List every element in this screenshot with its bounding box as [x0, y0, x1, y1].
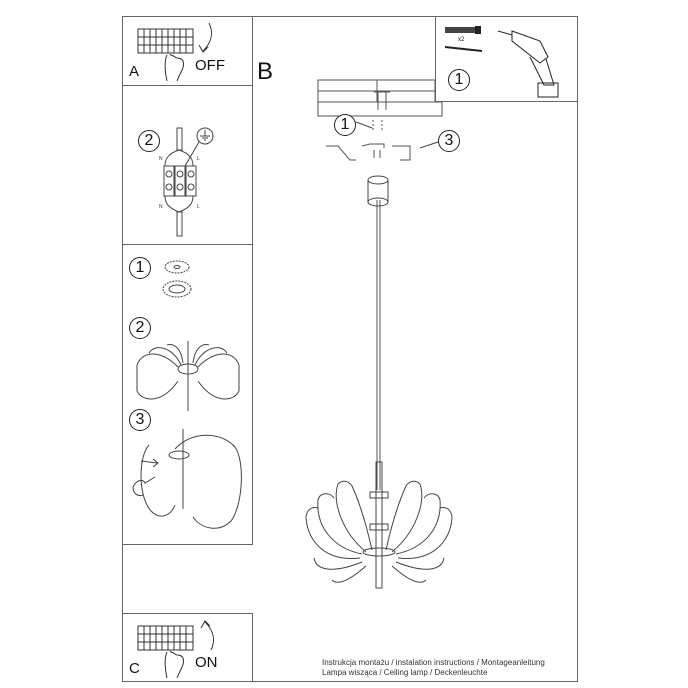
canopy-cup-icon [366, 174, 390, 214]
arrow-up-icon [197, 618, 219, 652]
lamp-shade-icon [302, 462, 458, 590]
panel-c-letter: C [129, 660, 140, 677]
off-label: OFF [195, 57, 225, 74]
svg-text:L: L [197, 204, 200, 210]
assembly-step-2: 2 [129, 317, 151, 339]
main-callout-1: 1 [334, 114, 356, 136]
arrow-down-icon [195, 21, 217, 55]
svg-text:N: N [159, 204, 163, 210]
main-callout-3: 3 [438, 130, 460, 152]
panel-b-letter: B [257, 58, 274, 85]
shade-disc-icon [161, 257, 195, 301]
footer-line-2: Lampa wisząca / Ceiling lamp / Deckenleu… [322, 668, 488, 677]
ceiling-mount-icon [318, 80, 443, 180]
callout-leader [356, 122, 376, 130]
ground-symbol-icon [193, 126, 217, 150]
footer-line-1: Instrukcja montażu / instalation instruc… [322, 658, 545, 667]
assembly-panel: 1 2 3 [122, 244, 253, 545]
assembly-step-3: 3 [129, 409, 151, 431]
wall-plug-icon [445, 26, 481, 34]
panel-c: C ON [122, 613, 253, 682]
tools-panel: x2 1 [435, 16, 578, 102]
panel-a-letter: A [129, 63, 140, 80]
step-2-callout: 2 [138, 130, 160, 152]
svg-text:N: N [159, 156, 163, 162]
wiring-panel: 2 N L N L [122, 85, 253, 245]
screw-icon [444, 45, 484, 53]
callout-leader [420, 140, 440, 150]
footer-text: Instrukcja montażu / instalation instruc… [322, 658, 545, 678]
drill-icon [498, 27, 568, 99]
step-1-callout: 1 [448, 69, 470, 91]
attach-fins-icon [131, 425, 246, 535]
breaker-panel-hand-icon [137, 622, 207, 680]
on-label: ON [195, 654, 218, 671]
breaker-panel-hand-icon [137, 25, 207, 83]
terminal-block-icon: N L N L [159, 128, 200, 238]
shade-fins-icon [133, 341, 243, 411]
assembly-step-1: 1 [129, 257, 151, 279]
panel-a: A OFF [122, 16, 253, 86]
suspension-cable [376, 200, 382, 490]
multiplier-label: x2 [458, 37, 465, 43]
svg-text:L: L [197, 156, 200, 162]
